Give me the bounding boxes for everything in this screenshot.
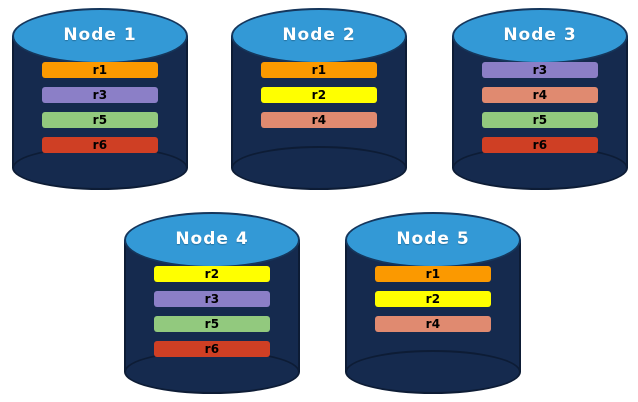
replica-bar-r2[interactable]: r2: [154, 266, 270, 282]
cylinder-top-cap: [12, 8, 188, 64]
replica-gap: [482, 128, 598, 137]
replica-gap: [154, 332, 270, 341]
replica-stack: r3 r4 r5 r6: [482, 62, 598, 153]
replica-bar-r2[interactable]: r2: [375, 291, 491, 307]
node-label: Node 5: [396, 229, 470, 249]
replica-gap: [375, 307, 491, 316]
replica-gap: [261, 78, 377, 87]
replica-bar-r5[interactable]: r5: [482, 112, 598, 128]
database-node-3[interactable]: Node 3 r3 r4 r5 r6: [452, 8, 628, 190]
replica-gap: [261, 103, 377, 112]
replica-bar-r6[interactable]: r6: [482, 137, 598, 153]
replica-stack: r1 r3 r5 r6: [42, 62, 158, 153]
cylinder-bottom-cap: [124, 350, 300, 394]
replica-bar-r4[interactable]: r4: [375, 316, 491, 332]
replica-gap: [375, 282, 491, 291]
node-label: Node 1: [63, 25, 137, 45]
replica-bar-r1[interactable]: r1: [375, 266, 491, 282]
replica-gap: [154, 282, 270, 291]
replica-stack: r1 r2 r4: [261, 62, 377, 128]
replica-gap: [482, 103, 598, 112]
database-node-5[interactable]: Node 5 r1 r2 r4: [345, 212, 521, 394]
replica-bar-r1[interactable]: r1: [261, 62, 377, 78]
replica-bar-r6[interactable]: r6: [154, 341, 270, 357]
cylinder-top-cap: [124, 212, 300, 268]
replica-stack: r1 r2 r4: [375, 266, 491, 332]
replica-bar-r5[interactable]: r5: [154, 316, 270, 332]
replica-gap: [482, 78, 598, 87]
replica-gap: [42, 103, 158, 112]
replica-gap: [42, 128, 158, 137]
node-label: Node 4: [175, 229, 249, 249]
cylinder-bottom-cap: [452, 146, 628, 190]
replica-bar-r3[interactable]: r3: [42, 87, 158, 103]
replica-bar-r1[interactable]: r1: [42, 62, 158, 78]
node-label: Node 2: [282, 25, 356, 45]
cylinder-icon: [345, 212, 521, 394]
cylinder-bottom-cap: [345, 350, 521, 394]
replica-bar-r4[interactable]: r4: [261, 112, 377, 128]
cylinder-bottom-cap: [231, 146, 407, 190]
cylinder-icon: [12, 8, 188, 190]
cylinder-bottom-cap: [12, 146, 188, 190]
replica-bar-r3[interactable]: r3: [482, 62, 598, 78]
replica-bar-r5[interactable]: r5: [42, 112, 158, 128]
replica-bar-r2[interactable]: r2: [261, 87, 377, 103]
node-label: Node 3: [503, 25, 577, 45]
replica-bar-r6[interactable]: r6: [42, 137, 158, 153]
replica-bar-r4[interactable]: r4: [482, 87, 598, 103]
replica-bar-r3[interactable]: r3: [154, 291, 270, 307]
replica-stack: r2 r3 r5 r6: [154, 266, 270, 357]
database-node-2[interactable]: Node 2 r1 r2 r4: [231, 8, 407, 190]
replica-gap: [42, 78, 158, 87]
replica-gap: [154, 307, 270, 316]
database-node-4[interactable]: Node 4 r2 r3 r5 r6: [124, 212, 300, 394]
database-node-1[interactable]: Node 1 r1 r3 r5 r6: [12, 8, 188, 190]
